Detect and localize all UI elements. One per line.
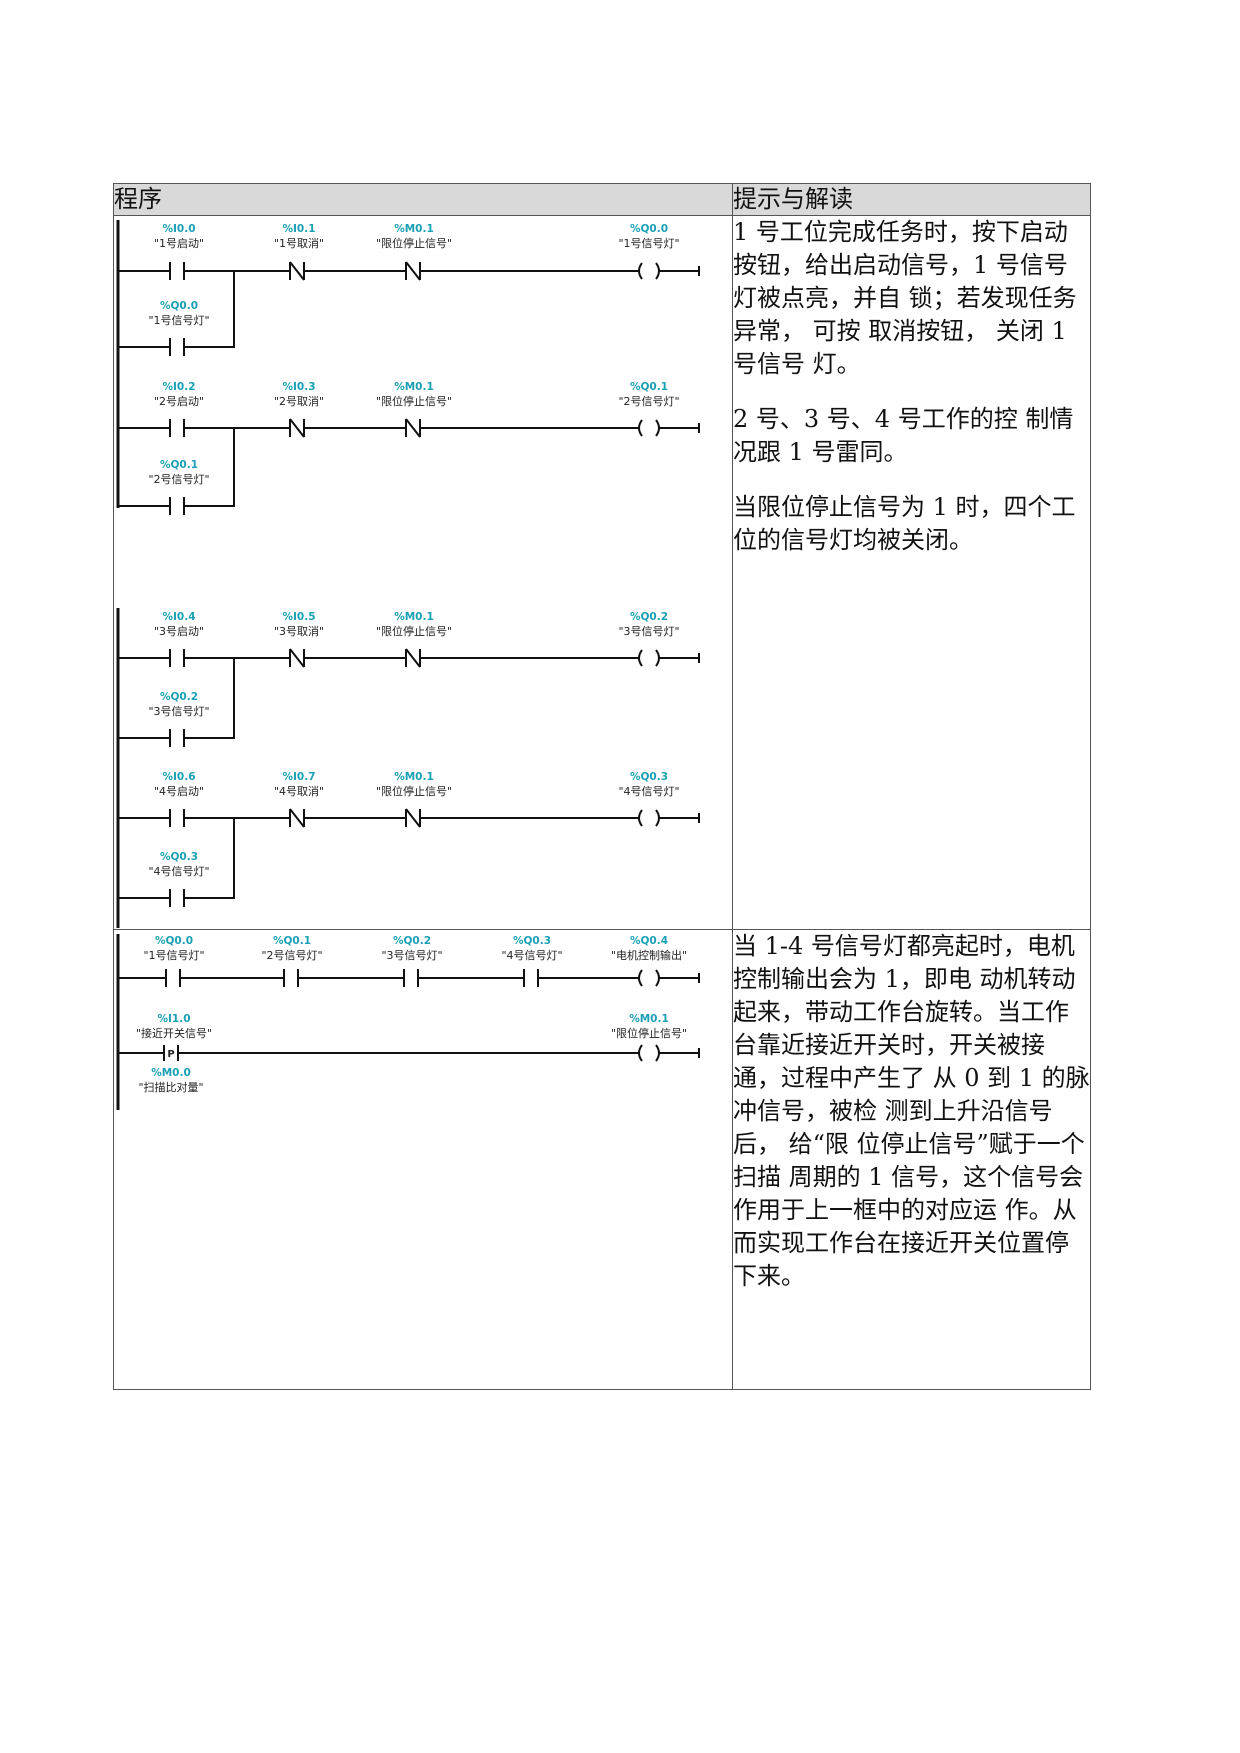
rung-2: %I0.2 "2号启动" %I0.3 "2号取消" %M0.1 "限位停止信号"… [118, 381, 700, 515]
note-1-1: 1 号工位完成任务时，按下启动按钮，给出启动信号，1 号信号灯被点亮，并自 锁；… [733, 218, 1077, 378]
motor-c3-tag: "3号信号灯" [381, 949, 442, 962]
rung2-coil-symbol [638, 419, 660, 437]
ladder-cell-1: %I0.0 "1号启动" %I0.1 "1号取消" %M0.1 "限位停止信号"… [113, 215, 733, 930]
notes-cell-2: 当 1-4 号信号灯都亮起时，电机控制输出会为 1，即电 动机转动起来，带动工作… [732, 929, 1091, 1390]
rung4-parallel-branch [118, 818, 235, 907]
rung4-c3-addr: %M0.1 [394, 771, 434, 783]
rung3-par-tag: "3号信号灯" [148, 705, 209, 718]
header-program: 程序 [113, 183, 733, 216]
limit-coil-tag: "限位停止信号" [611, 1026, 687, 1040]
rung1-c3-addr: %M0.1 [394, 223, 434, 235]
rung3-c1-tag: "3号启动" [154, 625, 204, 638]
rung4-c2-tag: "4号取消" [274, 784, 324, 798]
motor-coil-tag: "电机控制输出" [611, 948, 687, 962]
rung4-wire [118, 808, 700, 828]
rung1-c1-tag: "1号启动" [154, 237, 204, 250]
rung2-c3-tag: "限位停止信号" [376, 394, 452, 408]
rung3-c1-addr: %I0.4 [162, 611, 195, 623]
rung2-parallel-branch [118, 428, 235, 515]
header-row: 程序 提示与解读 [113, 183, 1091, 216]
rung3-coil-symbol [638, 649, 660, 667]
rung-limit: %I1.0 "接近开关信号" %M0.1 "限位停止信号" P %M0.0 "扫… [118, 1013, 700, 1094]
row-block1: %I0.0 "1号启动" %I0.1 "1号取消" %M0.1 "限位停止信号"… [113, 215, 1091, 930]
motor-c4-tag: "4号信号灯" [501, 949, 562, 962]
rung2-c1-tag: "2号启动" [154, 395, 204, 408]
rung4-par-tag: "4号信号灯" [148, 865, 209, 878]
rung2-par-addr: %Q0.1 [160, 459, 198, 471]
rung1-c2-addr: %I0.1 [282, 223, 315, 235]
rung-motor: %Q0.0 "1号信号灯" %Q0.1 "2号信号灯" %Q0.2 "3号信号灯… [118, 935, 700, 987]
rung-1: %I0.0 "1号启动" %I0.1 "1号取消" %M0.1 "限位停止信号"… [118, 223, 700, 356]
rung2-c2-tag: "2号取消" [274, 394, 324, 408]
rung1-par-tag: "1号信号灯" [148, 314, 209, 327]
rung-4: %I0.6 "4号启动" %I0.7 "4号取消" %M0.1 "限位停止信号"… [118, 771, 700, 907]
rung2-par-tag: "2号信号灯" [148, 473, 209, 486]
rung1-c1-addr: %I0.0 [162, 223, 195, 235]
rung3-c2-tag: "3号取消" [274, 624, 324, 638]
motor-c4-addr: %Q0.3 [513, 935, 551, 947]
rung3-coil-addr: %Q0.2 [630, 611, 668, 623]
motor-wire [118, 969, 700, 987]
rung1-coil-addr: %Q0.0 [630, 223, 668, 235]
motor-c1-addr: %Q0.0 [155, 935, 193, 947]
motor-c3-addr: %Q0.2 [393, 935, 431, 947]
header-notes: 提示与解读 [732, 183, 1091, 216]
note-2-1: 当 1-4 号信号灯都亮起时，电机控制输出会为 1，即电 动机转动起来，带动工作… [733, 932, 1090, 1290]
rung4-c2-addr: %I0.7 [282, 771, 315, 783]
rung4-par-addr: %Q0.3 [160, 851, 198, 863]
rung3-c3-addr: %M0.1 [394, 611, 434, 623]
limit-coil-addr: %M0.1 [629, 1013, 669, 1025]
rung4-coil-tag: "4号信号灯" [618, 785, 679, 798]
rung2-coil-addr: %Q0.1 [630, 381, 668, 393]
note-1-3: 当限位停止信号为 1 时，四个工位的信号灯均被关闭。 [733, 493, 1076, 554]
ladder-diagram-1: %I0.0 "1号启动" %I0.1 "1号取消" %M0.1 "限位停止信号"… [116, 220, 700, 928]
rung1-coil-tag: "1号信号灯" [618, 237, 679, 250]
rung1-c3-tag: "限位停止信号" [376, 236, 452, 250]
rung4-coil-addr: %Q0.3 [630, 771, 668, 783]
program-table: 程序 提示与解读 %I0.0 "1号启动" %I0.1 "1号取消" %M0.1… [113, 183, 1091, 1390]
motor-c2-tag: "2号信号灯" [261, 949, 322, 962]
rung1-par-addr: %Q0.0 [160, 300, 198, 312]
limit-coil-symbol [638, 1044, 660, 1062]
edge-mem-tag: "扫描比对量" [138, 1080, 203, 1094]
rung3-parallel-branch [118, 658, 235, 747]
rung2-coil-tag: "2号信号灯" [618, 395, 679, 408]
motor-c1-tag: "1号信号灯" [143, 949, 204, 962]
notes-cell-1: 1 号工位完成任务时，按下启动按钮，给出启动信号，1 号信号灯被点亮，并自 锁；… [732, 215, 1091, 930]
rung3-par-addr: %Q0.2 [160, 691, 198, 703]
rung-3: %I0.4 "3号启动" %I0.5 "3号取消" %M0.1 "限位停止信号"… [118, 611, 700, 747]
motor-c2-addr: %Q0.1 [273, 935, 311, 947]
ladder-diagram-2: %Q0.0 "1号信号灯" %Q0.1 "2号信号灯" %Q0.2 "3号信号灯… [116, 934, 700, 1110]
row-block2: %Q0.0 "1号信号灯" %Q0.1 "2号信号灯" %Q0.2 "3号信号灯… [113, 929, 1091, 1390]
rung2-c2-addr: %I0.3 [282, 381, 315, 393]
edge-mem-addr: %M0.0 [151, 1067, 191, 1079]
rung2-c3-addr: %M0.1 [394, 381, 434, 393]
rung1-parallel-branch [118, 271, 235, 356]
rung2-wire [118, 418, 700, 438]
note-1-2: 2 号、3 号、4 号工作的控 制情况跟 1 号雷同。 [733, 405, 1074, 466]
motor-coil-addr: %Q0.4 [630, 935, 668, 947]
rung1-coil-symbol [638, 262, 660, 280]
rung4-c1-addr: %I0.6 [162, 771, 195, 783]
rung1-wire [118, 261, 700, 281]
rung4-c1-tag: "4号启动" [154, 785, 204, 798]
limit-c-addr: %I1.0 [157, 1013, 190, 1025]
rung4-c3-tag: "限位停止信号" [376, 784, 452, 798]
rung2-c1-addr: %I0.2 [162, 381, 195, 393]
rung4-coil-symbol [638, 809, 660, 827]
limit-c-tag: "接近开关信号" [136, 1026, 212, 1040]
rung3-wire [118, 648, 700, 668]
rung3-c3-tag: "限位停止信号" [376, 624, 452, 638]
edge-p-symbol: P [167, 1049, 174, 1060]
motor-coil-symbol [638, 969, 660, 987]
rung3-coil-tag: "3号信号灯" [618, 625, 679, 638]
limit-wire [118, 1045, 700, 1061]
rung3-c2-addr: %I0.5 [282, 611, 315, 623]
ladder-cell-2: %Q0.0 "1号信号灯" %Q0.1 "2号信号灯" %Q0.2 "3号信号灯… [113, 929, 733, 1390]
rung1-c2-tag: "1号取消" [274, 236, 324, 250]
